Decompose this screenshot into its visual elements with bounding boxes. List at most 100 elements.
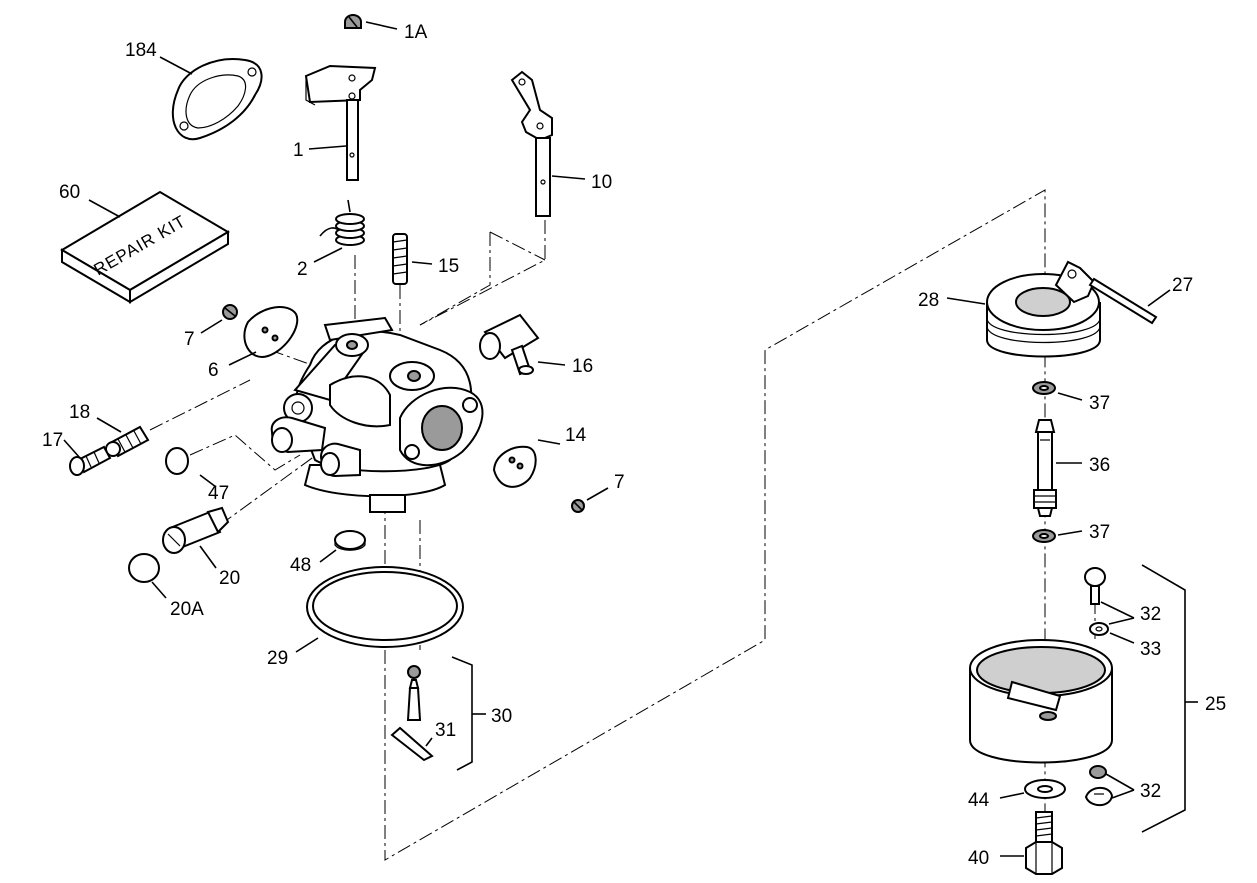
part-40-bowl-nut	[1025, 811, 1063, 875]
leader-18	[96, 417, 122, 433]
part-32-drain-valve	[1084, 567, 1106, 605]
part-10-choke-shaft	[510, 70, 553, 217]
leader-2	[313, 247, 343, 263]
label-184: 184	[125, 40, 157, 61]
leader-7-upper	[200, 319, 223, 334]
part-20A-cap	[128, 553, 160, 583]
leader-10	[551, 175, 586, 180]
assembly-guide-lines	[149, 189, 1096, 861]
leader-60	[88, 199, 121, 218]
leader-37-upper	[1057, 392, 1083, 401]
label-30: 30	[491, 706, 512, 727]
leader-16	[537, 361, 566, 366]
leader-47	[199, 474, 217, 488]
part-25-float-bowl	[969, 639, 1113, 764]
bracket-30	[451, 656, 473, 771]
leader-15	[411, 261, 433, 265]
label-28: 28	[918, 290, 939, 311]
part-37-washer-lower	[1032, 529, 1056, 543]
label-32-upper: 32	[1140, 604, 1161, 625]
leader-6	[228, 351, 257, 366]
part-16-fuel-fitting	[479, 313, 540, 376]
leader-28	[946, 297, 986, 305]
part-1A-screw	[344, 14, 362, 29]
label-15: 15	[438, 256, 459, 277]
part-17-idle-screw	[69, 445, 112, 476]
leader-1A	[365, 21, 398, 30]
part-7-screw-lower	[571, 499, 585, 513]
label-40: 40	[968, 848, 989, 869]
part-30-needle-valve	[406, 679, 422, 721]
part-31-clip	[390, 726, 434, 762]
label-10: 10	[591, 172, 612, 193]
label-48: 48	[290, 555, 311, 576]
part-1-throttle-shaft	[304, 64, 377, 181]
leader-32-lower-b	[1111, 789, 1135, 799]
label-20A: 20A	[170, 599, 204, 620]
part-33-washer	[1089, 622, 1109, 636]
leader-33	[1109, 632, 1135, 644]
part-36-main-nozzle	[1033, 419, 1057, 517]
label-14: 14	[565, 425, 587, 446]
label-7-upper: 7	[184, 329, 195, 350]
label-1A: 1A	[404, 22, 428, 43]
leader-7-lower	[586, 487, 609, 501]
label-47: 47	[208, 483, 229, 504]
leader-184	[159, 56, 193, 75]
label-37-lower: 37	[1089, 522, 1110, 543]
leader-37-lower	[1057, 530, 1083, 536]
label-31: 31	[435, 720, 456, 741]
leader-27	[1147, 289, 1171, 307]
leader-14	[537, 439, 561, 445]
label-36: 36	[1089, 455, 1110, 476]
leader-20	[199, 545, 217, 569]
label-16: 16	[572, 356, 593, 377]
carburetor-body	[270, 316, 484, 513]
label-6: 6	[208, 360, 219, 381]
leader-32-lower-a	[1105, 773, 1135, 791]
part-27-float-pin	[1088, 277, 1158, 325]
part-47-seal	[165, 447, 189, 475]
part-48-washer	[334, 530, 366, 551]
leader-17	[63, 439, 81, 459]
part-20-main-jet	[162, 506, 230, 554]
leader-29	[295, 637, 319, 653]
label-20: 20	[219, 568, 240, 589]
label-1: 1	[293, 140, 304, 161]
bracket-25	[1141, 564, 1186, 833]
leader-32-upper-b	[1108, 617, 1135, 625]
part-29-o-ring	[306, 566, 464, 648]
label-32-lower: 32	[1140, 781, 1161, 802]
leader-1	[308, 145, 347, 150]
label-29: 29	[267, 648, 288, 669]
label-60: 60	[59, 182, 80, 203]
part-7-screw-upper	[222, 304, 238, 320]
label-17: 17	[42, 430, 63, 451]
label-33: 33	[1140, 639, 1161, 660]
leader-44	[999, 792, 1025, 799]
label-44: 44	[968, 790, 990, 811]
label-18: 18	[69, 402, 90, 423]
leader-48	[319, 549, 337, 563]
label-27: 27	[1172, 275, 1193, 296]
part-30-needle-seat	[407, 665, 421, 679]
part-44-washer	[1024, 779, 1066, 799]
label-2: 2	[297, 259, 308, 280]
part-184-gasket	[171, 58, 263, 141]
leader-31	[425, 737, 433, 747]
label-25: 25	[1205, 694, 1226, 715]
leader-32-upper-a	[1100, 601, 1135, 619]
part-14-choke-plate	[492, 445, 537, 488]
part-18-spring	[105, 425, 150, 458]
label-7-lower: 7	[614, 472, 625, 493]
part-28-float	[986, 260, 1101, 358]
part-32-lower-spring-clip	[1084, 765, 1114, 807]
leader-20A	[151, 581, 167, 599]
part-6-throttle-plate	[243, 306, 299, 358]
part-2-spring	[319, 199, 365, 246]
part-37-washer-upper	[1032, 381, 1056, 395]
part-60-repair-kit	[60, 190, 230, 304]
label-37-upper: 37	[1089, 393, 1110, 414]
part-15-spring	[392, 233, 408, 285]
